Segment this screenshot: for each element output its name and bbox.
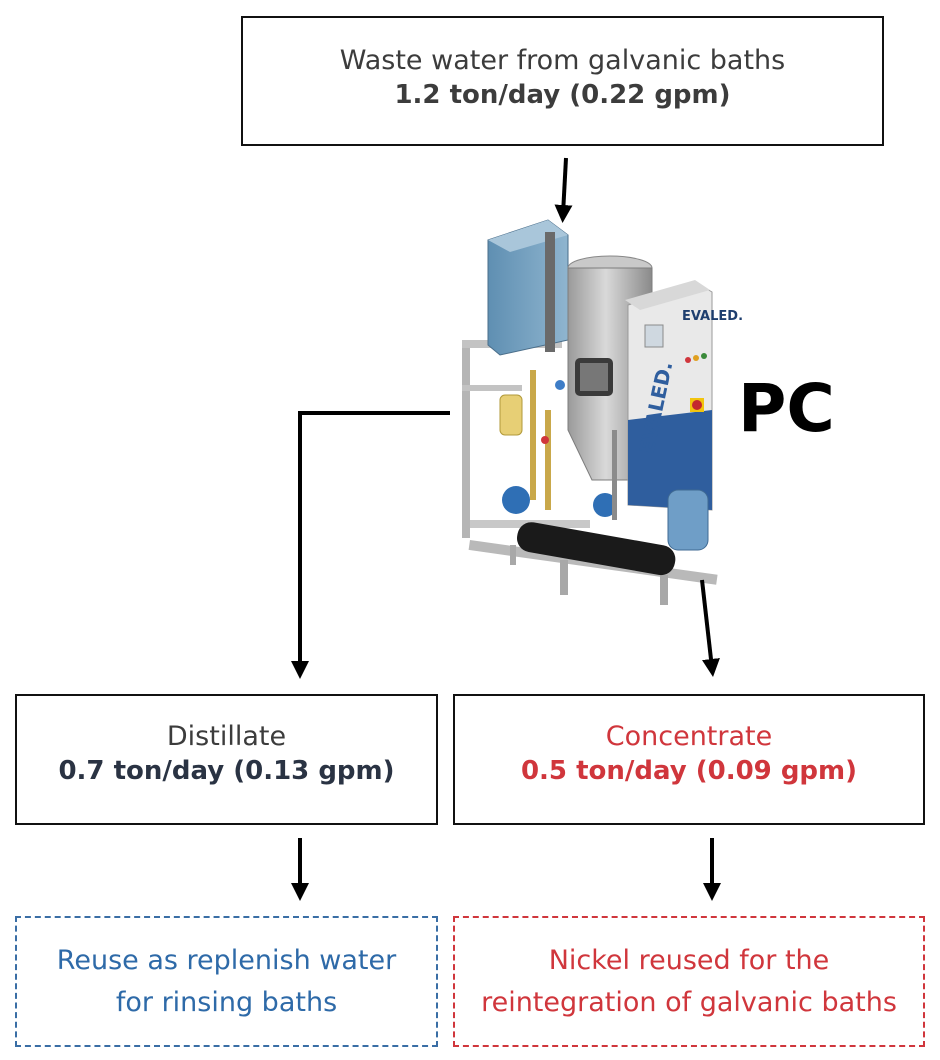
distillate-box: Distillate 0.7 ton/day (0.13 gpm) (15, 694, 438, 825)
concentrate-reuse-line1: Nickel reused for the (548, 945, 830, 976)
unit-label: PC (738, 370, 835, 447)
concentrate-title: Concentrate (605, 721, 773, 752)
distillate-reuse-line2: for rinsing baths (115, 987, 338, 1018)
arrow-input-to-unit (554, 157, 573, 223)
waste-water-box: Waste water from galvanic baths 1.2 ton/… (241, 16, 884, 146)
concentrate-box: Concentrate 0.5 ton/day (0.09 gpm) (453, 694, 925, 825)
evaporator-unit-image: EVALED. EVALED. (462, 219, 743, 605)
distillate-reuse-line1: Reuse as replenish water (56, 945, 397, 976)
distillate-flow: 0.7 ton/day (0.13 gpm) (58, 756, 395, 786)
waste-water-flow: 1.2 ton/day (0.22 gpm) (394, 80, 731, 110)
distillate-reuse-box: Reuse as replenish water for rinsing bat… (15, 916, 438, 1047)
waste-water-title: Waste water from galvanic baths (339, 45, 786, 76)
concentrate-reuse-box: Nickel reused for the reintegration of g… (453, 916, 925, 1047)
distillate-title: Distillate (166, 721, 287, 752)
concentrate-flow: 0.5 ton/day (0.09 gpm) (520, 756, 858, 786)
arrow-unit-to-distillate (291, 411, 450, 679)
arrow-unit-to-concentrate (700, 579, 720, 677)
concentrate-reuse-line2: reintegration of galvanic baths (481, 987, 897, 1018)
evaled-brand-top: EVALED. (682, 309, 743, 324)
